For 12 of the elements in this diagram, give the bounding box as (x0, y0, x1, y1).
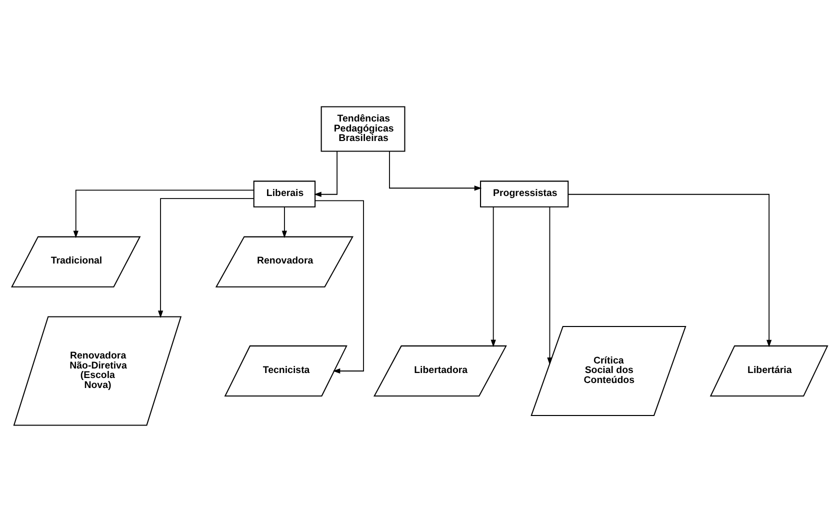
node-box: Tendências Pedagógicas Brasileiras (320, 106, 406, 152)
arrow (389, 150, 482, 191)
arrow (73, 190, 254, 238)
arrow (314, 200, 364, 374)
node-box: Progressistas (480, 180, 569, 208)
arrow (282, 206, 288, 238)
arrow (568, 194, 772, 348)
arrow (314, 150, 338, 197)
arrow (547, 206, 552, 365)
node-box: Liberais (253, 180, 316, 208)
arrow (158, 198, 254, 318)
arrow (490, 206, 496, 348)
